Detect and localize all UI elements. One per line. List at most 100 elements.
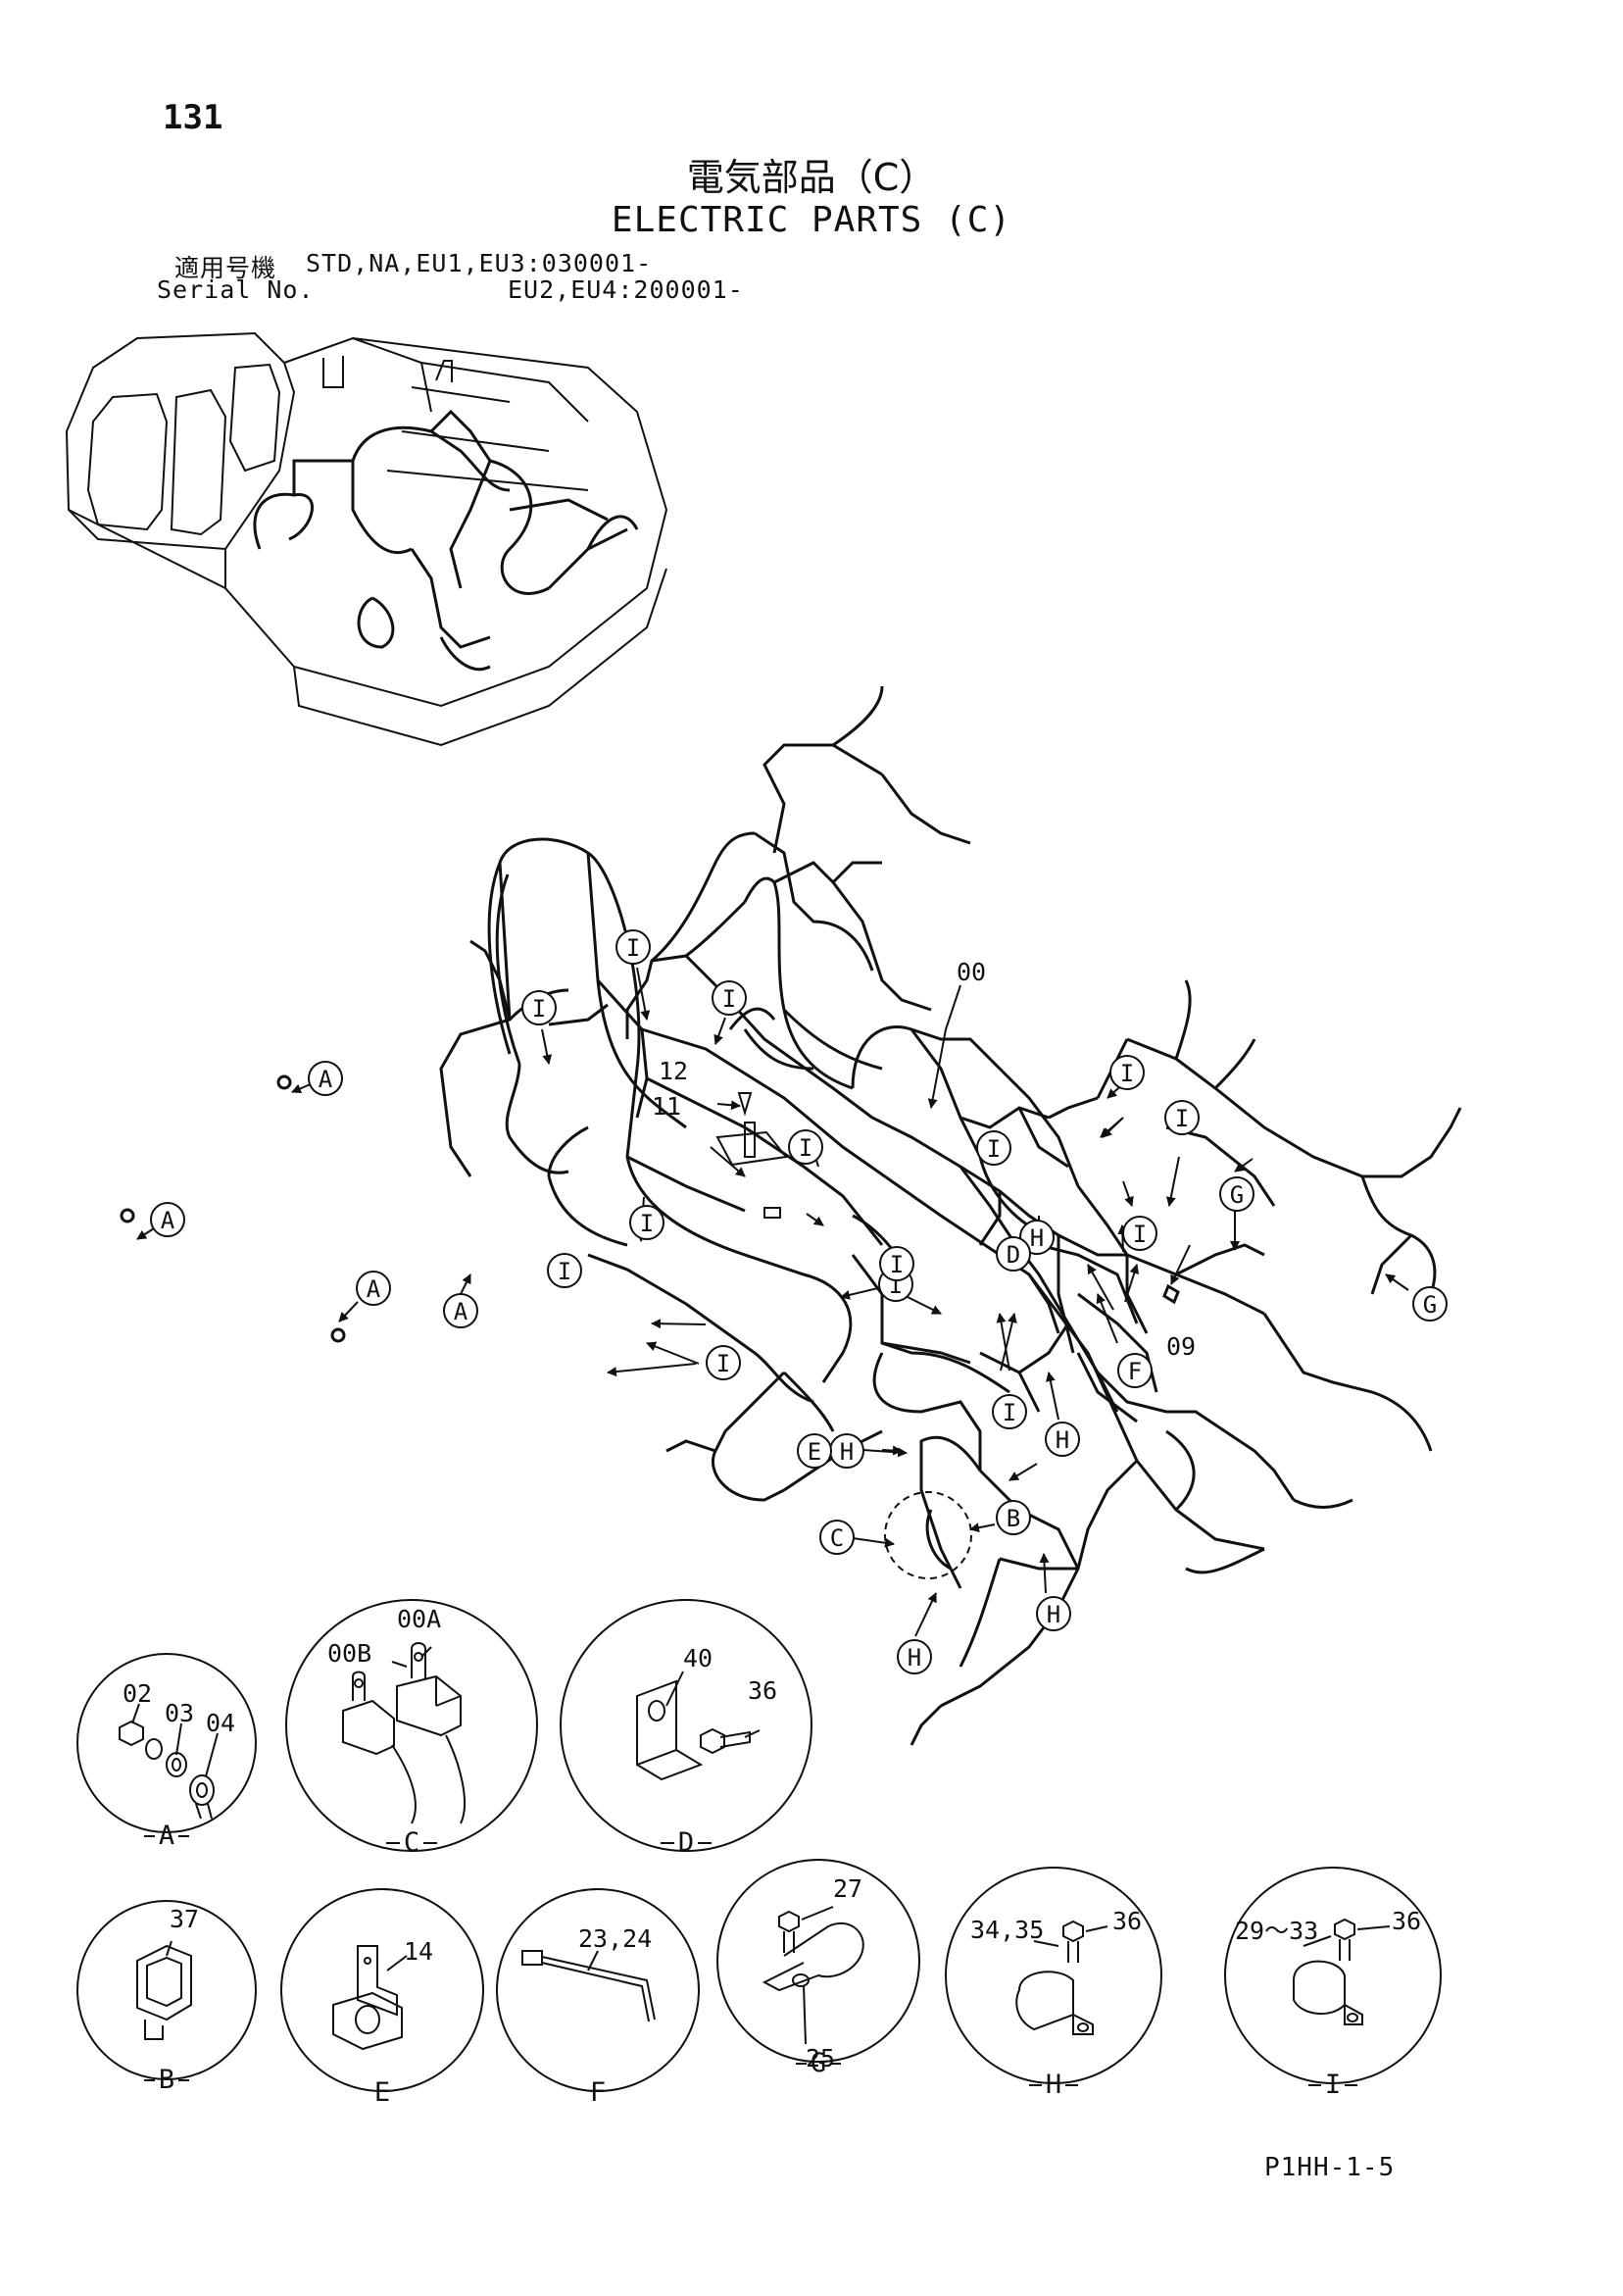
ref-a-circle: A [308,1061,343,1096]
svg-text:36: 36 [1112,1907,1142,1935]
svg-text:A: A [367,1275,381,1303]
excavator-illustration [65,331,668,747]
detail-letter-c: C [404,1827,419,1858]
svg-text:40: 40 [683,1644,713,1672]
svg-text:37: 37 [170,1905,199,1933]
ref-a-circle: A [356,1271,391,1306]
svg-text:C: C [830,1524,844,1552]
detail-letter-b: B [159,2065,174,2095]
svg-text:H: H [908,1644,921,1672]
ref-i-circle: I [629,1205,664,1240]
ref-g-circle: G [1219,1176,1254,1212]
wiring-harness [439,685,1462,1746]
detail-e-parts [332,1945,403,2051]
detail-letter-e: E [374,2077,390,2108]
svg-text:F: F [1128,1358,1142,1385]
svg-text:I: I [1120,1060,1134,1087]
ref-i-circle: I [521,990,557,1025]
ref-i-circle: I [547,1253,582,1288]
svg-text:00B: 00B [327,1639,371,1668]
detail-h-parts [1015,1920,1094,2035]
ref-i-circle: I [788,1129,823,1165]
detail-letter-f: F [590,2077,606,2108]
ref-i-circle: I [992,1394,1027,1429]
detail-d-circle [560,1599,812,1852]
svg-text:B: B [1007,1505,1020,1532]
page-code: P1HH-1-5 [1264,2153,1396,2182]
ref-g-circle: G [1412,1286,1448,1322]
svg-text:H: H [1047,1601,1060,1628]
svg-text:I: I [799,1134,812,1162]
part-callouts: 00 09 11 12 [652,958,1196,1361]
svg-text:I: I [640,1210,654,1237]
svg-text:I: I [1175,1105,1189,1132]
detail-d-parts [636,1679,751,1781]
svg-text:34,35: 34,35 [970,1916,1044,1944]
ref-h-circle: H [1045,1422,1080,1457]
detail-leader-lines [131,1646,1391,2045]
ref-h-circle: H [829,1433,864,1469]
svg-text:H: H [1030,1224,1044,1252]
detail-letter-h: H [1046,2070,1061,2100]
svg-text:G: G [1423,1291,1437,1319]
callout-11: 11 [652,1092,681,1121]
harness-in-machine [253,409,639,672]
detail-part-numbers: 02 03 04 00B 00A 40 36 37 14 23,24 27 25… [123,1605,1421,2072]
ref-h-circle: H [1036,1596,1071,1631]
svg-text:E: E [808,1438,821,1466]
svg-text:A: A [454,1298,468,1325]
detail-a-circle [76,1653,257,1833]
page-number: 131 [163,98,223,137]
svg-text:I: I [722,985,736,1013]
ref-h-circle: H [897,1639,932,1674]
detail-letter-d: D [678,1827,694,1858]
detail-letter-g: G [811,2048,826,2078]
svg-text:I: I [626,934,640,962]
detail-a-parts [119,1720,215,1820]
ref-i-circle: I [976,1130,1011,1166]
svg-text:I: I [1133,1221,1147,1248]
ref-e-circle: E [797,1433,832,1469]
detail-letter-i: I [1325,2070,1341,2100]
ref-i-circle: I [1164,1100,1200,1135]
svg-text:23,24: 23,24 [578,1924,652,1953]
ref-c-circle: C [819,1520,855,1555]
svg-text:A: A [319,1066,333,1093]
svg-text:29～33: 29～33 [1235,1917,1318,1945]
svg-text:25: 25 [806,2044,835,2072]
ref-f-circle: F [1117,1353,1153,1388]
title-japanese: 電気部品（C） [686,156,937,199]
svg-text:I: I [1003,1399,1016,1426]
svg-text:03: 03 [165,1699,194,1727]
detail-f-parts [521,1950,656,2022]
callout-harness-00: 00 [957,958,986,986]
detail-circles [76,1599,1442,2092]
harness-hardware [120,1074,1180,1343]
detail-e-circle [280,1888,484,2092]
callout-09: 09 [1166,1332,1196,1361]
svg-text:I: I [532,995,546,1023]
svg-text:G: G [1230,1181,1244,1209]
detail-c-circle [285,1599,538,1852]
ref-i-circle: I [615,929,651,965]
detail-h-circle [945,1867,1162,2084]
ref-b-circle: B [996,1500,1031,1535]
svg-text:36: 36 [1392,1907,1421,1935]
svg-text:27: 27 [833,1874,862,1903]
svg-text:H: H [1056,1426,1069,1454]
ref-a-circle: A [150,1202,185,1237]
svg-text:36: 36 [748,1676,777,1705]
detail-b-circle [76,1900,257,2080]
svg-text:I: I [716,1350,730,1377]
ref-i-circle: I [712,980,747,1016]
ref-i-circle: I [1122,1216,1157,1251]
detail-g-circle [716,1859,920,2063]
svg-text:H: H [840,1438,854,1466]
serial-range-2: EU2,EU4:200001- [508,275,744,304]
title-english: ELECTRIC PARTS (C) [611,200,1012,240]
svg-text:I: I [987,1135,1001,1163]
ref-i-circle: I [1109,1055,1145,1090]
callout-12: 12 [659,1057,688,1085]
detail-c-parts [342,1642,467,1824]
